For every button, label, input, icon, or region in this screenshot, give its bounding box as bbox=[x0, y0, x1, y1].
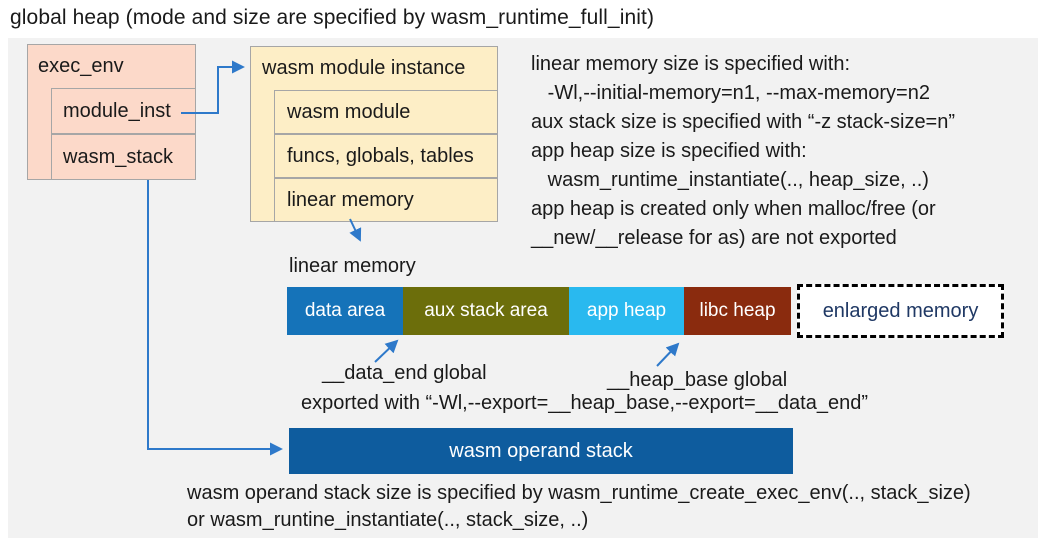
module-instance-row-linear-memory: linear memory bbox=[274, 178, 498, 222]
note-line: wasm operand stack size is specified by … bbox=[187, 482, 971, 504]
note-line: __new/__release for as) are not exported bbox=[531, 227, 897, 249]
note-line: wasm_runtime_instantiate(.., heap_size, … bbox=[531, 169, 929, 191]
note-line: app heap size is specified with: bbox=[531, 140, 807, 162]
note-line: app heap is created only when malloc/fre… bbox=[531, 198, 936, 220]
segment-data-area: data area bbox=[287, 287, 403, 335]
wasm-operand-stack-bar: wasm operand stack bbox=[289, 428, 793, 474]
module-instance-header: wasm module instance bbox=[262, 56, 466, 79]
segment-aux-stack-area: aux stack area bbox=[403, 287, 569, 335]
operand-stack-notes: wasm operand stack size is specified by … bbox=[187, 480, 971, 534]
export-note: exported with “-Wl,--export=__heap_base,… bbox=[301, 392, 868, 414]
exec-env-row-module-inst: module_inst bbox=[51, 88, 196, 134]
diagram-title: global heap (mode and size are specified… bbox=[10, 6, 655, 29]
note-line: -Wl,--initial-memory=n1, --max-memory=n2 bbox=[531, 82, 930, 104]
note-line: or wasm_runtine_instantiate(.., stack_si… bbox=[187, 509, 589, 531]
linear-memory-label: linear memory bbox=[289, 255, 416, 277]
module-instance-row-wasm-module: wasm module bbox=[274, 90, 498, 134]
size-notes-block: linear memory size is specified with: -W… bbox=[531, 50, 955, 253]
note-line: linear memory size is specified with: bbox=[531, 53, 850, 75]
segment-libc-heap: libc heap bbox=[684, 287, 791, 335]
exec-env-row-wasm-stack: wasm_stack bbox=[51, 134, 196, 180]
note-line: aux stack size is specified with “-z sta… bbox=[531, 111, 956, 133]
exec-env-header: exec_env bbox=[38, 55, 124, 77]
segment-app-heap: app heap bbox=[569, 287, 684, 335]
module-instance-row-funcs-globals-tables: funcs, globals, tables bbox=[274, 134, 498, 178]
segment-enlarged-memory: enlarged memory bbox=[797, 284, 1004, 338]
heap-base-global-label: __heap_base global bbox=[607, 369, 788, 391]
data-end-global-label: __data_end global bbox=[322, 362, 487, 384]
